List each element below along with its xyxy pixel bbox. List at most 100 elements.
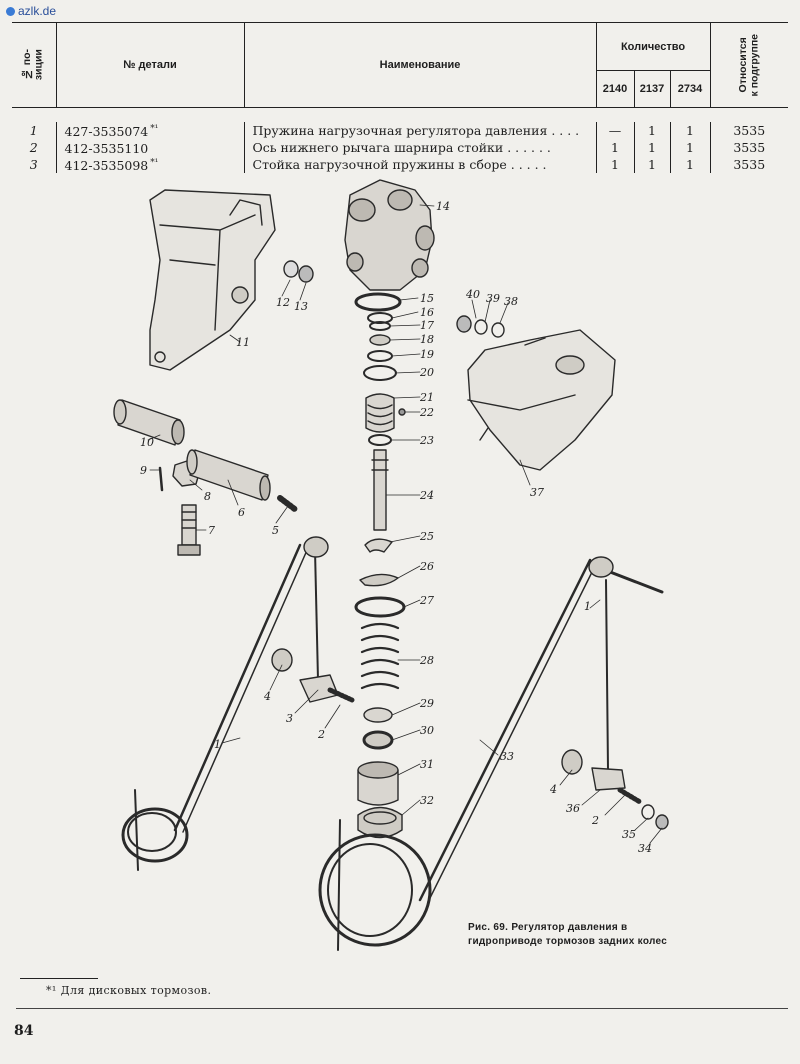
table-row: 3 412-3535098*¹ Стойка нагрузочной пружи… [12,155,788,173]
row-qty-2734: 1 [669,155,710,173]
callout-16: 16 [420,306,434,319]
watermark-text: azlk.de [18,4,57,18]
sleeve-part-10 [113,399,185,446]
figure-caption: Рис. 69. Регулятор давления в гидроприво… [468,922,668,947]
table-row: 2 412-3535110 Ось нижнего рычага шарнира… [12,138,788,156]
callout-7: 7 [208,524,215,537]
watermark: azlk.de [6,4,56,18]
bolt-part-7 [177,504,201,556]
pin-part-9 [158,466,164,492]
callout-15: 15 [420,292,434,305]
callout-1-right: 1 [584,600,591,613]
nut-part-4-right [561,749,583,775]
callout-31: 31 [420,758,434,771]
callout-19: 19 [420,348,434,361]
header-name: Наименование [243,22,596,108]
spring-part-5 [277,495,299,513]
washer-part-12 [283,260,299,278]
page-number: 84 [14,1023,34,1039]
callout-labels: 11 12 13 14 15 16 17 18 19 20 21 22 23 2… [140,200,652,855]
callout-33: 33 [500,750,514,763]
nut-part-4-left [271,648,293,672]
row-part-number: 427-3535074*¹ [55,121,244,139]
callout-11: 11 [236,336,250,349]
callout-17: 17 [420,319,434,332]
header-model-2140: 2140 [595,70,634,108]
callout-8: 8 [204,490,211,503]
header-position: № по- зиции [12,22,56,108]
row-subgroup: 3535 [709,155,788,173]
row-qty-2140: — [595,121,634,139]
bracket-part-11 [149,189,276,371]
header-model-2734: 2734 [669,70,710,108]
callout-23: 23 [419,434,434,447]
link-part-36 [591,767,626,791]
axle-part-2-left [327,687,355,703]
row-name: Пружина нагрузочная регулятора давления … [243,121,596,139]
nut-part-34 [655,814,669,830]
row-qty-2734: 1 [669,121,710,139]
row-position: 1 [29,122,38,138]
callout-18: 18 [420,333,434,346]
callout-14: 14 [436,200,450,213]
row-qty-2140: 1 [595,155,634,173]
washer-part-35 [641,804,655,820]
row-qty-2137: 1 [633,121,670,139]
row-qty-2734: 1 [669,138,710,156]
callout-3-left: 3 [286,712,293,725]
callout-30: 30 [420,724,434,737]
callout-28: 28 [419,654,434,667]
header-subgroup: Относится к подгруппе [709,22,788,108]
callout-39: 39 [486,292,500,305]
callout-35: 35 [622,828,636,841]
header-quantity: Количество [595,22,710,71]
row-part-number: 412-3535098*¹ [55,155,244,173]
washer-part-38 [491,322,505,338]
callout-36: 36 [566,802,580,815]
callout-26: 26 [419,560,434,573]
callout-34: 34 [638,842,652,855]
callout-21: 21 [419,391,434,404]
row-qty-2140: 1 [595,138,634,156]
rod-part-6 [186,449,271,501]
footnote-divider [20,978,98,979]
row-subgroup: 3535 [709,121,788,139]
regulator-housing-part-14 [344,179,435,291]
callout-40: 40 [465,288,480,301]
header-part-number: № детали [55,22,244,108]
callout-4-right: 4 [549,783,557,796]
callout-1-left: 1 [214,738,221,751]
parts-table: № по- зиции № детали Наименование Количе… [12,22,788,173]
callout-38: 38 [504,295,518,308]
callout-9: 9 [140,464,147,477]
row-part-number: 412-3535110 [55,138,244,156]
callout-32: 32 [420,794,434,807]
row-name: Стойка нагрузочной пружины в сборе . . .… [243,155,596,173]
footnote: *¹ Для дисковых тормозов. [46,984,212,997]
callout-37: 37 [530,486,544,499]
torsion-spring-part-33 [318,556,664,951]
valve-stack [354,292,406,839]
header-model-2137: 2137 [633,70,670,108]
row-position: 3 [29,156,38,172]
callout-6: 6 [238,506,245,519]
nut-part-40 [456,315,472,333]
callout-10: 10 [140,436,154,449]
callout-25: 25 [419,530,434,543]
page-bottom-rule [16,1008,788,1009]
callout-13: 13 [294,300,308,313]
axle-part-2-right [617,787,643,805]
callout-22: 22 [419,406,434,419]
callout-12: 12 [276,296,290,309]
row-name: Ось нижнего рычага шарнира стойки . . . … [243,138,596,156]
torsion-spring-part-1-left [121,536,329,871]
table-row: 1 427-3535074*¹ Пружина нагрузочная регу… [12,121,788,139]
callout-5: 5 [272,524,279,537]
callout-4-left: 4 [263,690,271,703]
callout-29: 29 [419,697,434,710]
nut-part-13 [298,265,314,283]
callout-27: 27 [419,594,434,607]
row-subgroup: 3535 [709,138,788,156]
callout-24: 24 [419,489,434,502]
